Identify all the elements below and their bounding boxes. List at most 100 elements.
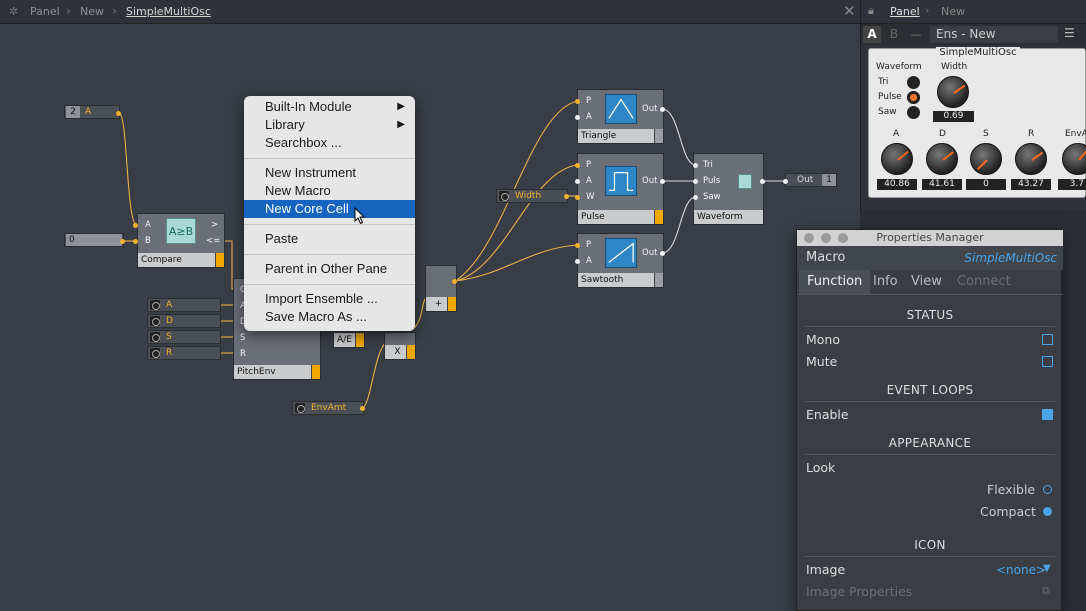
module-menu-button[interactable] — [654, 129, 663, 143]
breadcrumb-panel[interactable]: Panel — [890, 5, 920, 18]
tab-b[interactable]: B — [889, 27, 899, 41]
sustain-value: 0 — [966, 179, 1006, 190]
triangle-oscillator[interactable]: P A Out Triangle — [577, 89, 664, 144]
menu-item-parent-in-other-pane[interactable]: Parent in Other Pane — [265, 261, 388, 276]
pin-sustain[interactable]: S — [240, 333, 246, 343]
close-icon[interactable]: ✕ — [843, 2, 856, 20]
module-menu-button[interactable] — [447, 297, 456, 311]
menu-item-searchbox[interactable]: Searchbox ... — [265, 135, 342, 150]
window-titlebar[interactable]: Properties Manager — [797, 230, 1063, 246]
pulse-oscillator[interactable]: P A W Out Pulse — [577, 153, 664, 225]
zoom-window-icon[interactable] — [838, 233, 848, 243]
multiply-module[interactable]: X — [384, 332, 416, 360]
tab-info[interactable]: Info — [873, 274, 898, 289]
audio-output[interactable]: Out 1 — [785, 173, 837, 187]
sawtooth-oscillator[interactable]: P A Out Sawtooth — [577, 233, 664, 288]
pin-amp[interactable]: A — [586, 176, 592, 186]
ae-module[interactable]: A/E — [333, 332, 365, 348]
waveform-selector[interactable]: Tri Puls Saw Waveform — [693, 153, 764, 225]
knob-icon — [149, 315, 161, 327]
compare-dash-button[interactable]: — — [910, 28, 922, 41]
pin-decay[interactable]: D — [240, 317, 247, 327]
list-icon[interactable]: ☰ — [1064, 26, 1075, 40]
pin-a[interactable]: A — [145, 220, 151, 230]
envamt-knob[interactable] — [1062, 143, 1086, 175]
menu-item-new-instrument[interactable]: New Instrument — [265, 165, 357, 180]
pin-amp[interactable]: A — [586, 112, 592, 122]
pin-gt[interactable]: > — [211, 220, 219, 230]
menu-item-library[interactable]: Library▶ — [244, 116, 415, 134]
radio-saw[interactable] — [907, 106, 920, 119]
object-header: Macro SimpleMultiOsc — [797, 246, 1063, 270]
module-menu-button[interactable] — [215, 253, 224, 267]
structure-editor[interactable]: ✲ Panel › New › SimpleMultiOsc ✕ — [0, 0, 860, 611]
breadcrumb-current[interactable]: SimpleMultiOsc — [126, 5, 211, 18]
breadcrumb-panel[interactable]: Panel — [30, 5, 60, 18]
compare-module[interactable]: A B > <= A≥B Compare — [137, 213, 225, 268]
tab-connect[interactable]: Connect — [957, 274, 1011, 289]
pin-saw[interactable]: Saw — [703, 192, 721, 202]
mute-checkbox[interactable] — [1042, 356, 1053, 367]
pin-width[interactable]: W — [586, 192, 595, 202]
port-dot — [783, 179, 788, 184]
panel-title-text: SimpleMultiOsc — [936, 47, 1020, 58]
compact-radio-selected[interactable] — [1043, 507, 1052, 516]
constant-attack[interactable]: A — [147, 298, 221, 312]
pin-out[interactable]: Out — [642, 248, 658, 258]
tab-function[interactable]: Function — [799, 270, 871, 294]
ensemble-name-field[interactable]: Ens - New — [930, 26, 1058, 43]
pin-tri[interactable]: Tri — [703, 160, 713, 170]
flexible-radio[interactable] — [1043, 485, 1052, 494]
pin-out[interactable]: Out — [642, 176, 658, 186]
pin-le[interactable]: <= — [206, 236, 221, 246]
menu-item-new-macro[interactable]: New Macro — [265, 183, 331, 198]
pin-puls[interactable]: Puls — [703, 176, 721, 186]
sustain-knob[interactable] — [970, 143, 1002, 175]
knob-icon — [149, 347, 161, 359]
attack-knob[interactable] — [881, 143, 913, 175]
external-link-icon[interactable]: ⧉ — [1042, 584, 1050, 597]
radio-tri[interactable] — [907, 76, 920, 89]
pin-amp[interactable]: A — [586, 256, 592, 266]
menu-item-paste[interactable]: Paste — [265, 231, 299, 246]
width-knob[interactable] — [937, 76, 969, 108]
add-module[interactable]: + — [425, 265, 457, 312]
pin-gate[interactable]: G — [240, 285, 247, 295]
tab-view[interactable]: View — [911, 274, 942, 289]
pin-out[interactable]: Out — [642, 104, 658, 114]
module-menu-button[interactable] — [406, 345, 415, 359]
pin-pitch[interactable]: P — [586, 160, 592, 170]
menu-item-new-core-cell[interactable]: New Core Cell — [244, 200, 415, 218]
radio-pulse-selected[interactable] — [907, 91, 920, 104]
tab-a[interactable]: A — [863, 26, 881, 43]
constant-envamt[interactable]: EnvAmt — [292, 401, 364, 415]
module-menu-button[interactable] — [654, 273, 663, 287]
module-menu-button[interactable] — [355, 333, 364, 347]
pin-attack[interactable]: A — [240, 301, 246, 311]
breadcrumb-new[interactable]: New — [80, 5, 104, 18]
pin-pitch[interactable]: P — [586, 96, 592, 106]
pin-b[interactable]: B — [145, 236, 151, 246]
menu-item-save-macro-as[interactable]: Save Macro As ... — [265, 309, 367, 324]
constant-sustain[interactable]: S — [147, 330, 221, 344]
decay-knob[interactable] — [926, 143, 958, 175]
pin-release[interactable]: R — [240, 349, 246, 359]
breadcrumb-new[interactable]: New — [941, 5, 965, 18]
enable-checkbox-checked[interactable] — [1042, 409, 1053, 420]
minimize-window-icon[interactable] — [821, 233, 831, 243]
constant-release[interactable]: R — [147, 346, 221, 360]
module-menu-button[interactable] — [311, 365, 320, 379]
constant-a[interactable]: 2 A — [64, 105, 120, 119]
mono-checkbox[interactable] — [1042, 334, 1053, 345]
close-window-icon[interactable] — [804, 233, 814, 243]
release-knob[interactable] — [1015, 143, 1047, 175]
menu-item-built-in-module[interactable]: Built-In Module▶ — [244, 98, 415, 116]
constant-decay[interactable]: D — [147, 314, 221, 328]
constant-zero[interactable]: 0 — [64, 233, 124, 247]
module-menu-button[interactable] — [654, 210, 663, 224]
image-dropdown[interactable]: <none> — [996, 563, 1047, 577]
menu-item-import-ensemble[interactable]: Import Ensemble ... — [265, 291, 378, 306]
pin-pitch[interactable]: P — [586, 240, 592, 250]
lock-icon[interactable]: 🔒︎ — [868, 4, 874, 17]
constant-width[interactable]: Width — [496, 189, 568, 203]
